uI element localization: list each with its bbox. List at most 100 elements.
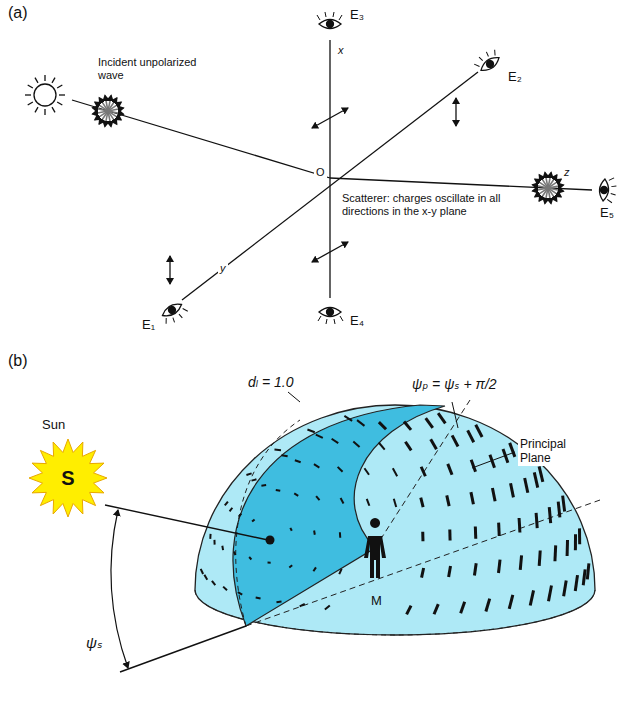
axis-label: z (562, 166, 572, 179)
polarization-dash (574, 534, 577, 550)
sky-dome (105, 392, 600, 672)
polarization-dash (313, 567, 316, 571)
polarization-dash (471, 460, 475, 472)
wave-vector (532, 185, 563, 191)
polarization-dash (553, 545, 557, 561)
azimuth-label: ψₛ (84, 634, 105, 651)
polarization-dash (511, 483, 514, 497)
sun-symbol (34, 84, 56, 106)
polarization-dash (209, 534, 211, 539)
polarization-dash (307, 429, 314, 432)
polarization-dash (268, 562, 271, 564)
polarization-dash (379, 422, 386, 429)
polarization-dash (314, 464, 319, 467)
eye-label: E₂ (506, 70, 524, 85)
zenith-line (375, 400, 470, 548)
polarization-dash (549, 507, 550, 523)
polarization-dash (471, 492, 473, 504)
polarization-dash (276, 600, 281, 603)
leader-line (472, 452, 515, 468)
polarization-dash (407, 606, 411, 615)
polarization-dash (252, 519, 254, 521)
sun-ray (105, 505, 268, 540)
polarization-dash (289, 565, 292, 567)
polarization-dash (353, 441, 359, 447)
polarization-dash (474, 526, 477, 538)
polarization-dash (290, 528, 291, 531)
polarization-dash (339, 569, 341, 574)
polarization-dash (313, 531, 316, 535)
polarization-dash (497, 523, 501, 536)
azimuth-ref (120, 626, 246, 672)
polarization-dash (300, 604, 305, 606)
polarization-dash (468, 430, 474, 442)
polarization-dash (295, 460, 301, 462)
polarization-dash (431, 439, 437, 449)
polarization-dash (434, 604, 438, 614)
observer-label: M (369, 594, 384, 609)
polarization-dash (461, 602, 465, 614)
polarization-dash (223, 587, 227, 591)
sun-ray (57, 102, 62, 105)
polarization-dash (221, 546, 224, 550)
axis-label: y (218, 262, 228, 275)
polarization-dash (539, 466, 543, 481)
polarization-dash (492, 488, 495, 501)
polarization-dash (239, 514, 242, 517)
node-text: S (28, 467, 108, 490)
polarization-dash (548, 586, 551, 602)
polarization-dash (393, 468, 397, 476)
polarization-dash (213, 540, 215, 545)
polarization-dash (338, 467, 343, 472)
y-axis (182, 72, 478, 300)
polarization-dash (474, 563, 476, 575)
eye-label: E₃ (348, 8, 366, 23)
polarization-dash (405, 442, 411, 451)
polarization-dash (563, 496, 565, 512)
polarization-arrow (169, 256, 170, 284)
wave-label: Incident unpolarized wave (96, 56, 200, 81)
polarization-dash (509, 595, 513, 609)
polarization-dash (587, 563, 589, 579)
polarization-dash (578, 528, 581, 544)
polarization-dash (357, 420, 364, 426)
sun-ray (52, 107, 55, 112)
polarization-dash (575, 575, 577, 591)
eye-label: E₁ (140, 318, 157, 333)
polarization-dash (252, 479, 257, 480)
polarization-dash (422, 568, 424, 578)
polarization-dash (520, 555, 521, 570)
polarization-dash (447, 495, 449, 506)
polarization-arrow (312, 242, 348, 262)
sun-node: S (28, 438, 108, 518)
degree-label: dₗ = 1.0 (246, 374, 296, 390)
polarization-dash (325, 605, 330, 609)
eye-label: E₄ (348, 314, 366, 329)
incident-ray (72, 100, 330, 178)
polarization-dash (379, 442, 385, 449)
sun-ray (25, 94, 31, 95)
panel-label: (b) (6, 352, 30, 370)
polarization-dash (249, 557, 251, 559)
polarization-dash (449, 566, 451, 577)
polarization-dash (246, 473, 251, 475)
polarization-dash (316, 435, 323, 438)
polarization-dash (204, 575, 207, 580)
angle-label: ψₚ = ψₛ + π/2 (410, 376, 499, 392)
sun-ray (35, 107, 38, 112)
polarization-dash (332, 439, 339, 443)
principal-plane (233, 405, 445, 626)
polarization-dash (256, 596, 261, 599)
polarization-dash (394, 499, 396, 507)
scatterer-note: Scatterer: charges oscillate in all dire… (340, 192, 519, 217)
leader-line (452, 402, 458, 428)
sun-ray (28, 102, 33, 105)
polarization-dash (530, 590, 533, 605)
polarization-dash (421, 467, 425, 476)
polarization-dash (261, 484, 266, 487)
x-axis (329, 40, 330, 298)
polarization-dash (230, 508, 233, 512)
polarization-dash (426, 418, 433, 428)
polarization-dash (339, 532, 341, 537)
